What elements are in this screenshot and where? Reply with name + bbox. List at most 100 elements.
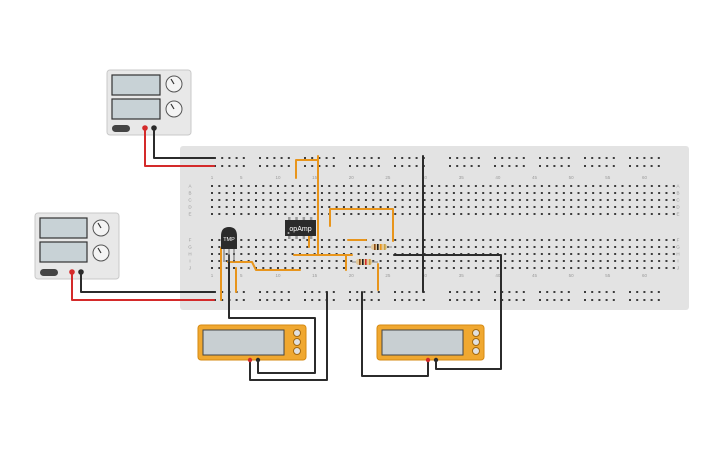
breadboard-hole[interactable]: [438, 246, 441, 248]
breadboard-hole[interactable]: [570, 185, 573, 187]
negative-terminal[interactable]: [78, 269, 84, 275]
breadboard-hole[interactable]: [584, 185, 587, 187]
breadboard-hole[interactable]: [311, 157, 314, 159]
breadboard-hole[interactable]: [254, 213, 257, 215]
breadboard-hole[interactable]: [357, 206, 360, 208]
probe-wire-black[interactable]: [393, 254, 502, 370]
breadboard-hole[interactable]: [211, 213, 213, 215]
breadboard-hole[interactable]: [629, 299, 631, 301]
breadboard-hole[interactable]: [621, 253, 624, 255]
breadboard-hole[interactable]: [650, 291, 653, 293]
breadboard-hole[interactable]: [228, 165, 231, 167]
breadboard-hole[interactable]: [452, 267, 455, 269]
breadboard-hole[interactable]: [284, 239, 287, 241]
breadboard-hole[interactable]: [612, 291, 615, 293]
breadboard-hole[interactable]: [240, 206, 243, 208]
breadboard-hole[interactable]: [445, 267, 448, 269]
breadboard-hole[interactable]: [643, 185, 646, 187]
breadboard-hole[interactable]: [496, 267, 499, 269]
wires[interactable]: [71, 129, 502, 381]
breadboard-hole[interactable]: [614, 267, 617, 269]
breadboard-hole[interactable]: [526, 246, 529, 248]
breadboard-hole[interactable]: [320, 239, 323, 241]
breadboard-hole[interactable]: [408, 239, 411, 241]
breadboard-hole[interactable]: [335, 246, 338, 248]
breadboard-hole[interactable]: [496, 239, 499, 241]
breadboard-hole[interactable]: [614, 239, 617, 241]
breadboard-hole[interactable]: [291, 213, 294, 215]
breadboard-hole[interactable]: [501, 299, 504, 301]
breadboard-hole[interactable]: [298, 206, 301, 208]
breadboard-hole[interactable]: [560, 157, 563, 159]
breadboard-hole[interactable]: [280, 157, 283, 159]
breadboard-hole[interactable]: [218, 192, 221, 194]
breadboard-hole[interactable]: [401, 213, 404, 215]
breadboard-hole[interactable]: [280, 299, 283, 301]
breadboard-hole[interactable]: [599, 206, 602, 208]
breadboard-hole[interactable]: [658, 213, 661, 215]
breadboard-hole[interactable]: [636, 192, 639, 194]
breadboard-hole[interactable]: [320, 185, 323, 187]
breadboard-hole[interactable]: [533, 213, 536, 215]
breadboard-hole[interactable]: [658, 246, 661, 248]
breadboard-hole[interactable]: [570, 239, 573, 241]
breadboard-hole[interactable]: [539, 299, 541, 301]
breadboard-hole[interactable]: [262, 206, 265, 208]
breadboard-hole[interactable]: [349, 291, 351, 293]
breadboard-hole[interactable]: [254, 260, 257, 262]
breadboard-hole[interactable]: [247, 267, 250, 269]
breadboard-hole[interactable]: [584, 267, 587, 269]
breadboard-hole[interactable]: [672, 185, 675, 187]
breadboard-hole[interactable]: [482, 192, 485, 194]
breadboard-hole[interactable]: [313, 260, 316, 262]
breadboard-hole[interactable]: [401, 260, 404, 262]
breadboard-hole[interactable]: [599, 192, 602, 194]
breadboard-hole[interactable]: [211, 185, 213, 187]
breadboard-hole[interactable]: [306, 199, 309, 201]
breadboard-hole[interactable]: [328, 206, 331, 208]
breadboard-hole[interactable]: [555, 260, 558, 262]
breadboard-hole[interactable]: [247, 213, 250, 215]
breadboard-hole[interactable]: [211, 253, 213, 255]
breadboard-hole[interactable]: [313, 267, 316, 269]
breadboard-hole[interactable]: [379, 253, 382, 255]
breadboard-hole[interactable]: [276, 246, 279, 248]
breadboard-hole[interactable]: [232, 185, 235, 187]
breadboard-hole[interactable]: [672, 246, 675, 248]
breadboard-hole[interactable]: [364, 185, 367, 187]
breadboard-hole[interactable]: [567, 157, 570, 159]
breadboard-hole[interactable]: [377, 291, 380, 293]
breadboard-hole[interactable]: [515, 291, 518, 293]
breadboard-hole[interactable]: [584, 299, 586, 301]
breadboard-hole[interactable]: [363, 299, 366, 301]
breadboard-hole[interactable]: [467, 206, 470, 208]
breadboard-hole[interactable]: [515, 165, 518, 167]
breadboard-hole[interactable]: [477, 299, 480, 301]
breadboard-hole[interactable]: [665, 185, 668, 187]
breadboard-hole[interactable]: [262, 185, 265, 187]
breadboard-hole[interactable]: [372, 199, 375, 201]
breadboard-hole[interactable]: [313, 206, 316, 208]
breadboard-hole[interactable]: [423, 239, 426, 241]
breadboard-hole[interactable]: [539, 291, 541, 293]
breadboard-hole[interactable]: [672, 192, 675, 194]
breadboard-hole[interactable]: [508, 165, 511, 167]
breadboard-hole[interactable]: [546, 165, 549, 167]
breadboard-hole[interactable]: [342, 206, 345, 208]
breadboard-hole[interactable]: [364, 213, 367, 215]
breadboard-hole[interactable]: [320, 267, 323, 269]
breadboard-hole[interactable]: [555, 206, 558, 208]
breadboard-hole[interactable]: [269, 213, 272, 215]
breadboard-hole[interactable]: [643, 299, 646, 301]
breadboard-hole[interactable]: [658, 253, 661, 255]
breadboard-hole[interactable]: [269, 199, 272, 201]
breadboard-hole[interactable]: [232, 199, 235, 201]
breadboard-hole[interactable]: [401, 267, 404, 269]
breadboard-hole[interactable]: [592, 199, 595, 201]
breadboard-hole[interactable]: [266, 165, 269, 167]
breadboard-hole[interactable]: [650, 239, 653, 241]
breadboard-hole[interactable]: [318, 165, 321, 167]
breadboard-hole[interactable]: [540, 260, 543, 262]
breadboard-hole[interactable]: [540, 246, 543, 248]
